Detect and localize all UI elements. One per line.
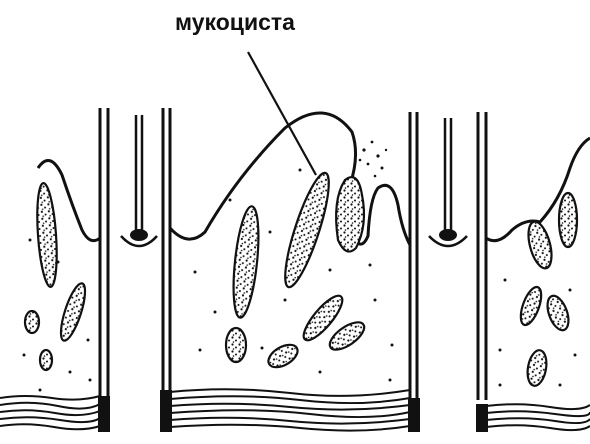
kinetosome-left xyxy=(121,115,157,246)
basal-layer-anchors xyxy=(98,390,488,432)
secretion-spray xyxy=(359,141,387,178)
kinetosome-right xyxy=(429,118,467,246)
mucocyst-label: мукоциста xyxy=(175,9,295,35)
basal-fibrous-layer xyxy=(0,389,590,430)
